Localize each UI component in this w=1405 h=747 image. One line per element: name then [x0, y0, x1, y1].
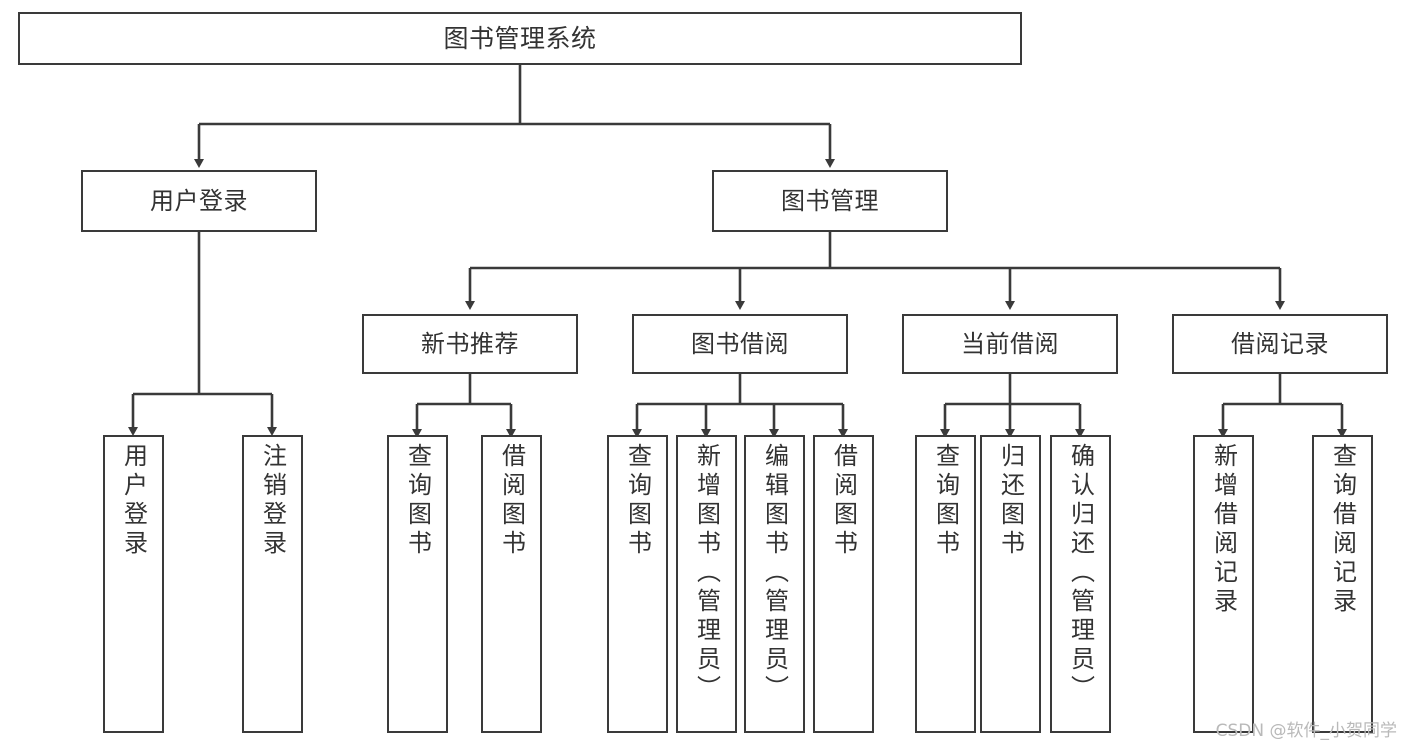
leaf-borrow-book[interactable]: 借阅图书: [813, 435, 874, 733]
node-label: 新增图书（管理员）: [692, 443, 721, 704]
leaf-add-borrow-record[interactable]: 新增借阅记录: [1193, 435, 1254, 733]
leaf-borrow-book-recommend[interactable]: 借阅图书: [481, 435, 542, 733]
leaf-return-book[interactable]: 归还图书: [980, 435, 1041, 733]
node-label: 图书管理: [781, 186, 879, 215]
leaf-user-login[interactable]: 用户登录: [103, 435, 164, 733]
node-label: 借阅记录: [1231, 329, 1329, 358]
node-label: 用户登录: [119, 443, 148, 559]
leaf-query-book-current[interactable]: 查询图书: [915, 435, 976, 733]
node-label: 查询借阅记录: [1328, 443, 1357, 617]
csdn-watermark: CSDN @软件_小贺同学: [1215, 721, 1397, 741]
leaf-query-borrow-record[interactable]: 查询借阅记录: [1312, 435, 1373, 733]
node-label: 查询图书: [403, 443, 432, 559]
node-current-borrow[interactable]: 当前借阅: [902, 314, 1118, 374]
node-label: 图书借阅: [691, 329, 789, 358]
node-book-borrow[interactable]: 图书借阅: [632, 314, 848, 374]
leaf-edit-book-admin[interactable]: 编辑图书（管理员）: [744, 435, 805, 733]
node-new-book-recommend[interactable]: 新书推荐: [362, 314, 578, 374]
node-label: 图书管理系统: [443, 23, 597, 53]
node-label: 借阅图书: [829, 443, 858, 559]
node-label: 确认归还（管理员）: [1066, 443, 1095, 704]
node-label: 查询图书: [931, 443, 960, 559]
leaf-query-book-recommend[interactable]: 查询图书: [387, 435, 448, 733]
node-label: 当前借阅: [961, 329, 1059, 358]
node-book-management[interactable]: 图书管理: [712, 170, 948, 232]
leaf-add-book-admin[interactable]: 新增图书（管理员）: [676, 435, 737, 733]
node-label: 编辑图书（管理员）: [760, 443, 789, 704]
node-label: 归还图书: [996, 443, 1025, 559]
leaf-query-book-borrow[interactable]: 查询图书: [607, 435, 668, 733]
node-label: 新书推荐: [421, 329, 519, 358]
node-borrow-record[interactable]: 借阅记录: [1172, 314, 1388, 374]
leaf-logout[interactable]: 注销登录: [242, 435, 303, 733]
node-label: 借阅图书: [497, 443, 526, 559]
node-label: 新增借阅记录: [1209, 443, 1238, 617]
node-label: 查询图书: [623, 443, 652, 559]
node-label: 用户登录: [150, 186, 248, 215]
node-label: 注销登录: [258, 443, 287, 559]
leaf-confirm-return-admin[interactable]: 确认归还（管理员）: [1050, 435, 1111, 733]
node-user-login[interactable]: 用户登录: [81, 170, 317, 232]
node-root-system[interactable]: 图书管理系统: [18, 12, 1022, 65]
